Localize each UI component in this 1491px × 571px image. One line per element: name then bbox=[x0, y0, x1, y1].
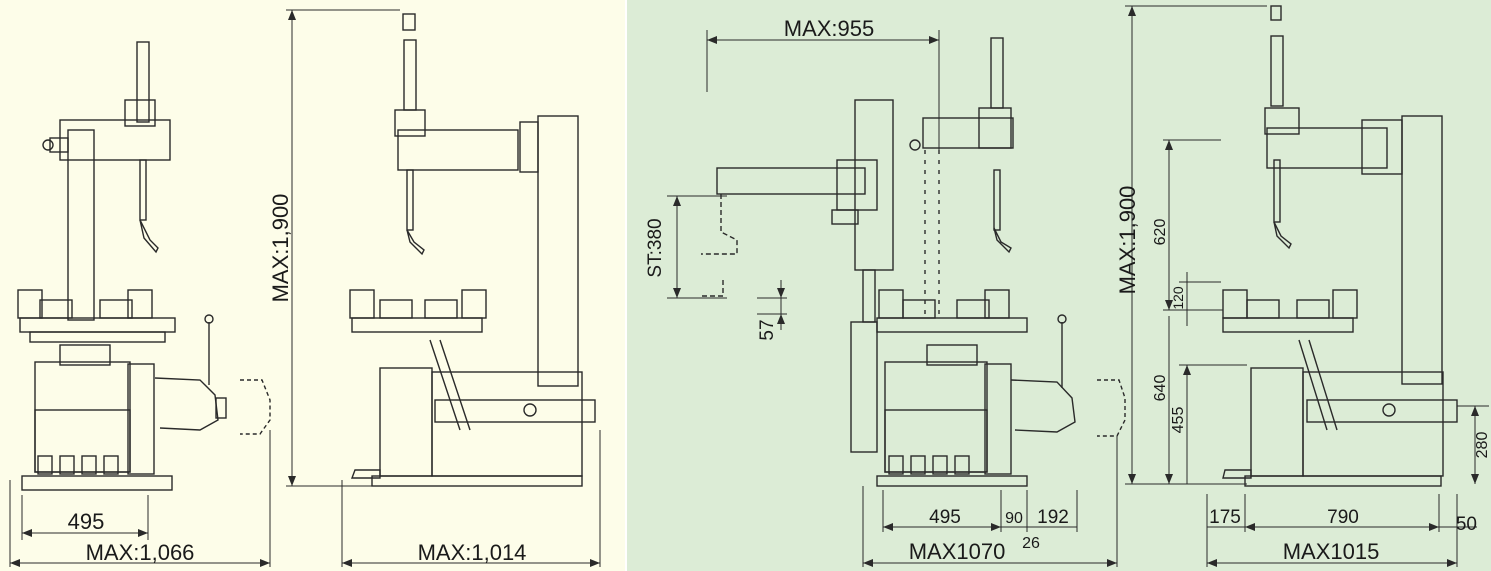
dim-mid: 120 bbox=[1170, 286, 1186, 310]
right-front-view-machine bbox=[701, 37, 1126, 487]
right-side-view-machine bbox=[1222, 5, 1458, 487]
dim-upper: 620 bbox=[1152, 219, 1169, 246]
dim-left-front-inner: 495 bbox=[68, 509, 105, 534]
dim-side-height: MAX:1,900 bbox=[1115, 186, 1140, 295]
dim-base: 455 bbox=[1170, 407, 1187, 434]
dim-arm-reach: MAX:955 bbox=[784, 16, 875, 41]
dim-front-inner: 495 bbox=[929, 507, 961, 528]
right-dimension-lines bbox=[667, 5, 1489, 567]
dim-side-right: 50 bbox=[1456, 514, 1477, 535]
left-drawing: 495 MAX:1,066 MAX:1,900 MAX:1,014 bbox=[0, 0, 625, 571]
dim-left-front-max: MAX:1,066 bbox=[86, 540, 195, 565]
side-view-machine bbox=[349, 13, 596, 487]
dim-lower: 640 bbox=[1152, 375, 1169, 402]
dim-right-height: 280 bbox=[1474, 432, 1491, 459]
left-arrowheads bbox=[10, 10, 600, 567]
dim-left-side-height: MAX:1,900 bbox=[268, 194, 293, 303]
dim-front-c: 26 bbox=[1022, 535, 1040, 552]
front-view-machine bbox=[17, 41, 271, 491]
dim-front-max: MAX1070 bbox=[909, 539, 1006, 564]
left-panel: 495 MAX:1,066 MAX:1,900 MAX:1,014 bbox=[0, 0, 625, 571]
dim-stroke: ST:380 bbox=[645, 218, 666, 277]
dim-left-side-max: MAX:1,014 bbox=[418, 540, 527, 565]
dim-side-max: MAX1015 bbox=[1283, 539, 1380, 564]
dim-side-mid: 790 bbox=[1327, 507, 1359, 528]
dim-front-b: 192 bbox=[1037, 507, 1069, 528]
right-panel: MAX:955 ST:380 57 495 90 192 MAX1070 26 … bbox=[627, 0, 1491, 571]
left-dimension-lines bbox=[9, 9, 601, 567]
right-drawing: MAX:955 ST:380 57 495 90 192 MAX1070 26 … bbox=[627, 0, 1491, 571]
dim-side-left: 175 bbox=[1209, 507, 1241, 528]
dim-offset: 57 bbox=[757, 319, 778, 340]
dim-front-a: 90 bbox=[1005, 510, 1023, 527]
right-arrowheads bbox=[673, 6, 1479, 567]
